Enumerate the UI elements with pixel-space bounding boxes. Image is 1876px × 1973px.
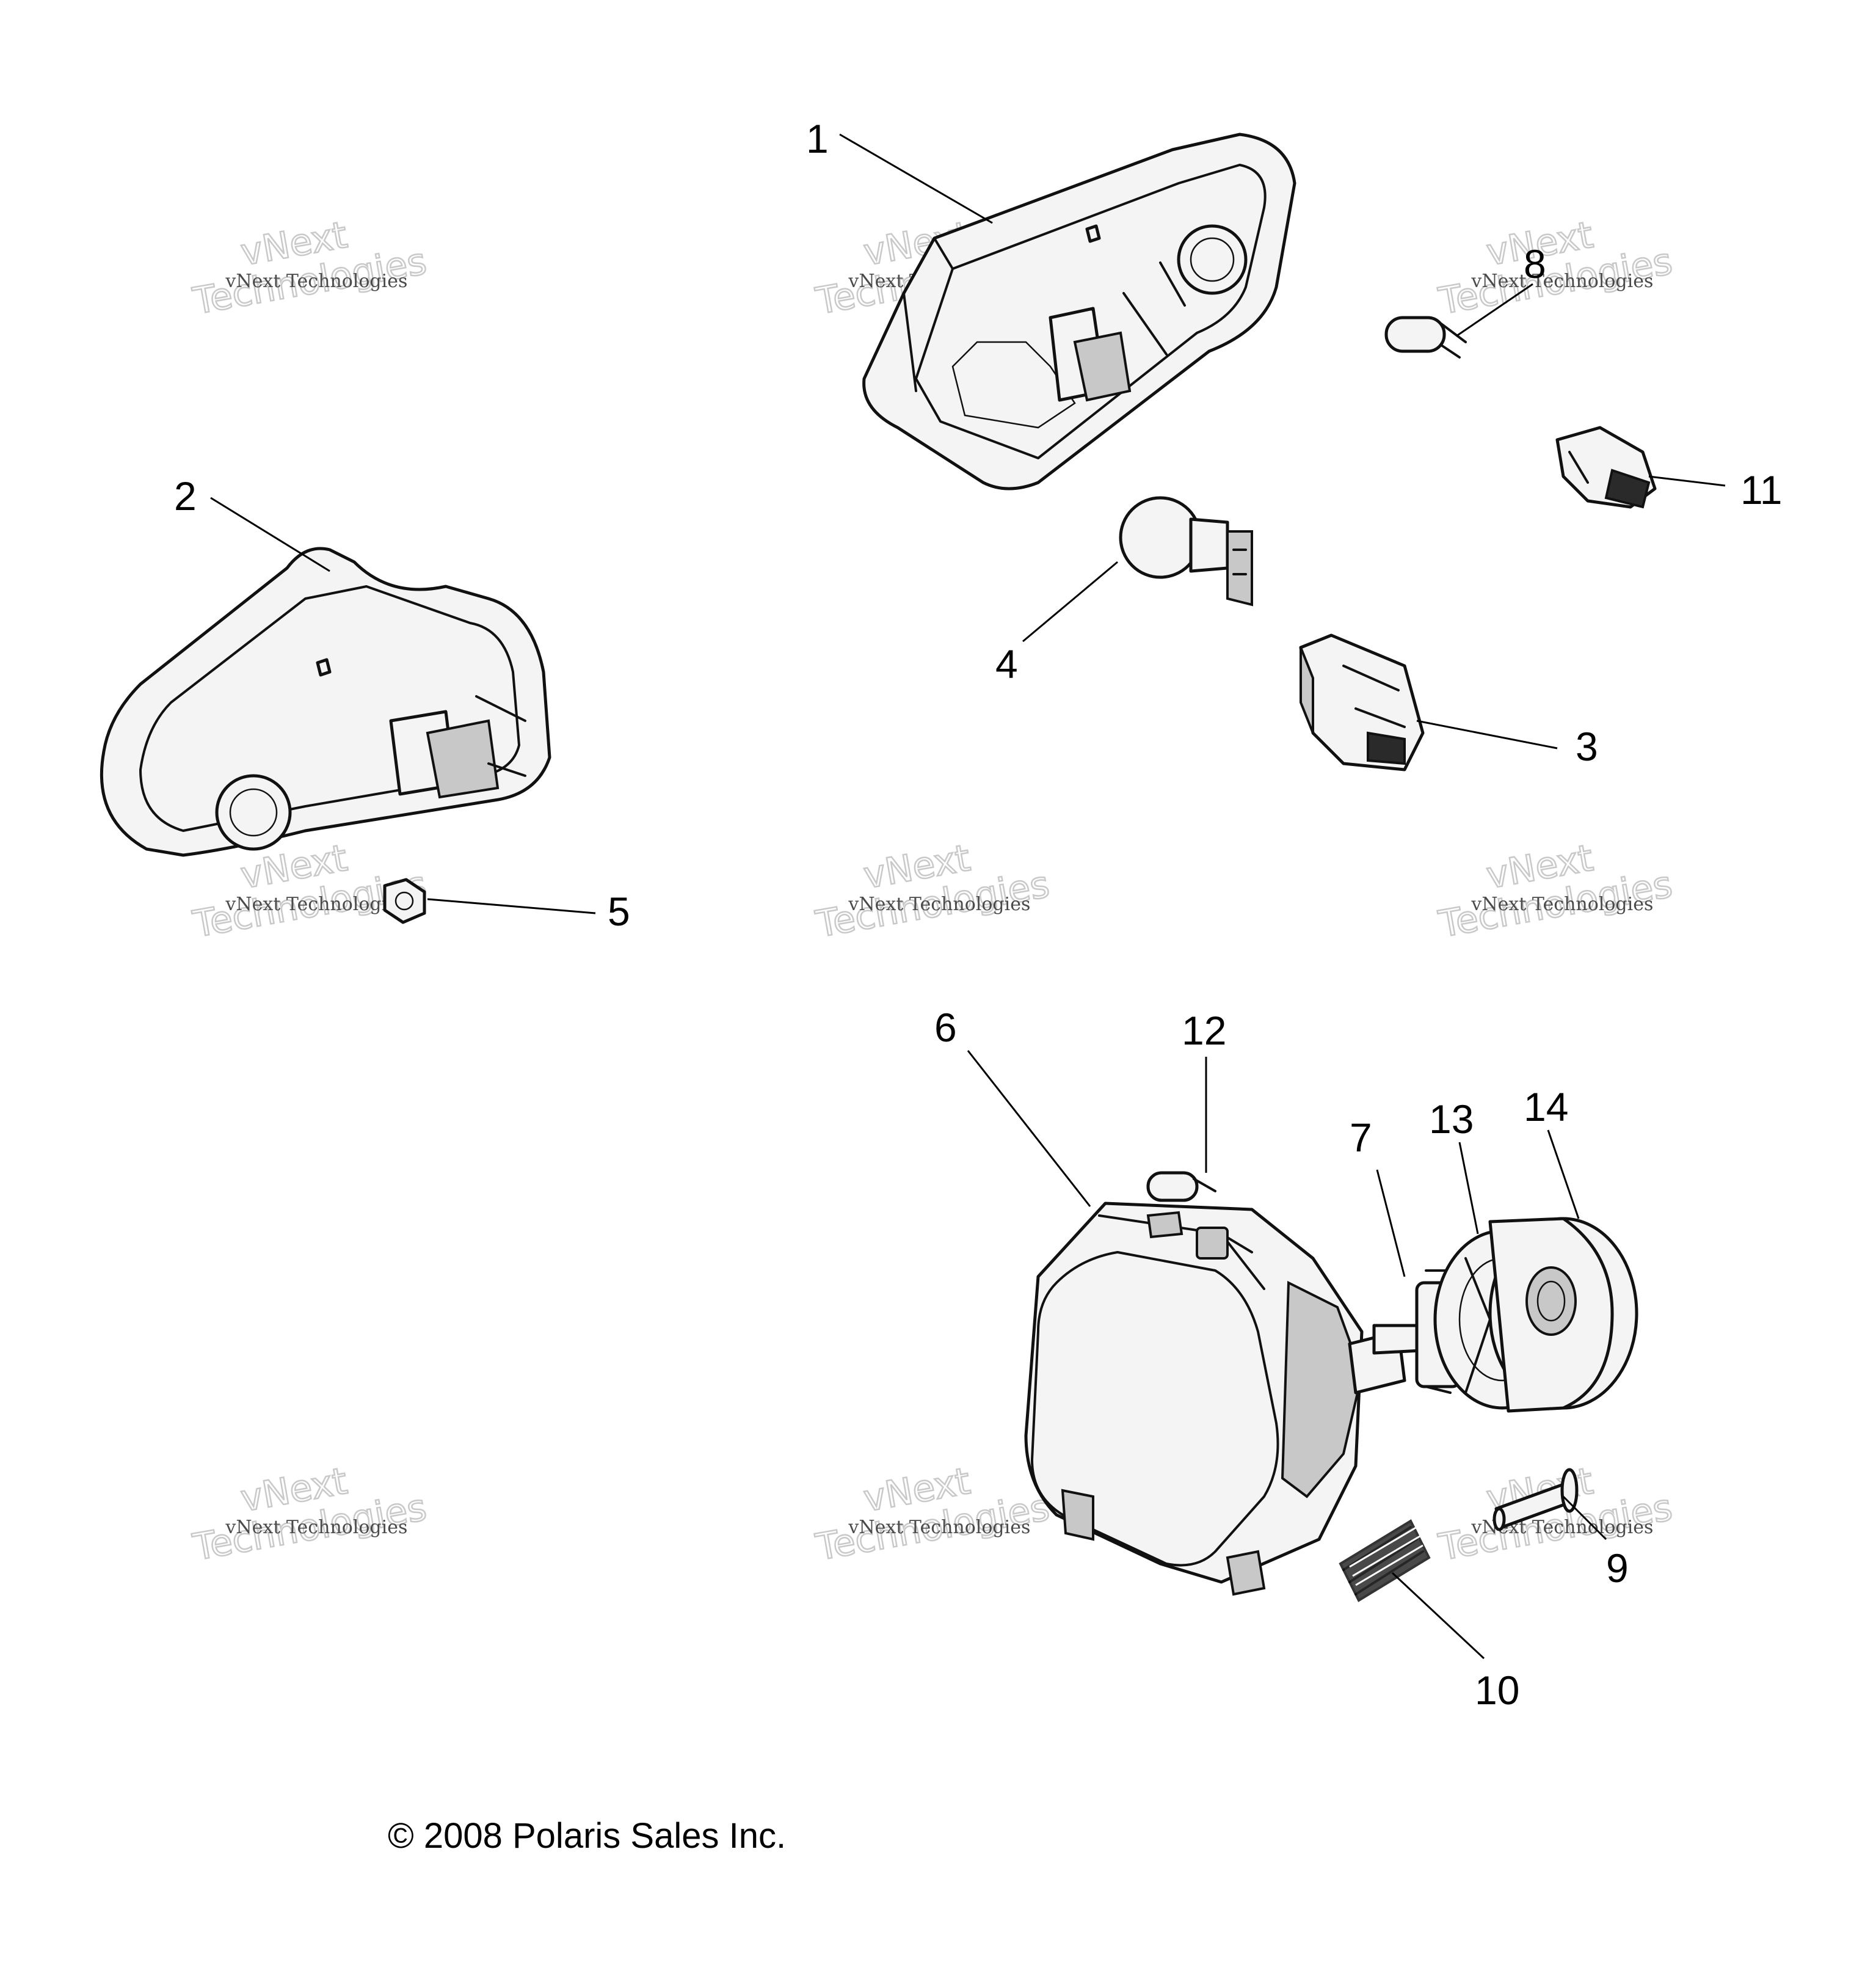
watermark: vNext Technologies vNext Technologies <box>189 1459 431 1570</box>
watermark: vNext Technologies vNext Technologies <box>812 836 1053 947</box>
callout-3: 3 <box>1576 724 1598 769</box>
leader-11 <box>1648 475 1726 487</box>
leader-14 <box>1547 1129 1580 1219</box>
part-8-small-bulb <box>1384 316 1467 359</box>
leader-9 <box>1562 1495 1607 1541</box>
part-6-headlight-housing <box>1024 1202 1406 1596</box>
part-3-socket <box>1299 633 1425 771</box>
leader-lines <box>210 133 1726 1660</box>
svg-text:vNext Technologies: vNext Technologies <box>1471 894 1653 915</box>
copyright-text: © 2008 Polaris Sales Inc. <box>388 1816 786 1856</box>
callout-13: 13 <box>1429 1096 1474 1142</box>
callout-9: 9 <box>1606 1545 1629 1591</box>
callout-4: 4 <box>995 641 1018 687</box>
part-4-bulb <box>1119 496 1253 607</box>
svg-text:vNext Technologies: vNext Technologies <box>225 894 407 915</box>
leader-3 <box>1416 720 1558 749</box>
watermark: vNext Technologies vNext Technologies <box>189 213 431 324</box>
part-1-tail-light-housing <box>862 133 1296 491</box>
svg-text:vNext Technologies: vNext Technologies <box>225 271 407 292</box>
leader-7 <box>1376 1169 1406 1277</box>
leader-10 <box>1391 1572 1485 1660</box>
callout-7: 7 <box>1350 1115 1372 1160</box>
callout-12: 12 <box>1182 1008 1226 1053</box>
callout-2: 2 <box>174 473 197 519</box>
svg-text:vNext Technologies: vNext Technologies <box>848 894 1030 915</box>
callouts: 1 2 3 4 5 6 7 8 9 10 11 12 13 14 <box>174 116 1783 1713</box>
part-2-tail-light-housing <box>100 547 551 857</box>
watermark: vNext Technologies vNext Technologies <box>1435 836 1676 947</box>
part-11-socket <box>1555 426 1657 509</box>
leader-2 <box>210 497 330 572</box>
part-5-nut <box>383 878 426 924</box>
part-9-pin <box>1492 1468 1579 1531</box>
callout-6: 6 <box>934 1005 957 1050</box>
callout-8: 8 <box>1524 241 1546 286</box>
callout-14: 14 <box>1524 1084 1568 1129</box>
leader-4 <box>1022 561 1118 643</box>
leader-1 <box>839 133 993 224</box>
svg-text:vNext Technologies: vNext Technologies <box>225 1517 407 1538</box>
watermark: vNext Technologies vNext Technologies <box>1435 1459 1676 1570</box>
callout-5: 5 <box>608 889 630 934</box>
leader-8 <box>1456 283 1533 337</box>
part-12-small-bulb <box>1146 1171 1216 1202</box>
svg-text:vNext Technologies: vNext Technologies <box>848 1517 1030 1538</box>
leader-5 <box>427 898 596 914</box>
watermark: vNext Technologies vNext Technologies <box>812 1459 1053 1570</box>
callout-10: 10 <box>1475 1668 1519 1713</box>
part-10-spring <box>1339 1519 1431 1602</box>
leader-13 <box>1458 1142 1479 1234</box>
leader-6 <box>967 1050 1091 1207</box>
svg-text:vNext Technologies: vNext Technologies <box>1471 271 1653 292</box>
watermark: vNext Technologies vNext Technologies <box>1435 213 1676 324</box>
callout-11: 11 <box>1740 467 1783 512</box>
part-14-dust-cover <box>1488 1217 1638 1413</box>
callout-1: 1 <box>806 116 829 161</box>
